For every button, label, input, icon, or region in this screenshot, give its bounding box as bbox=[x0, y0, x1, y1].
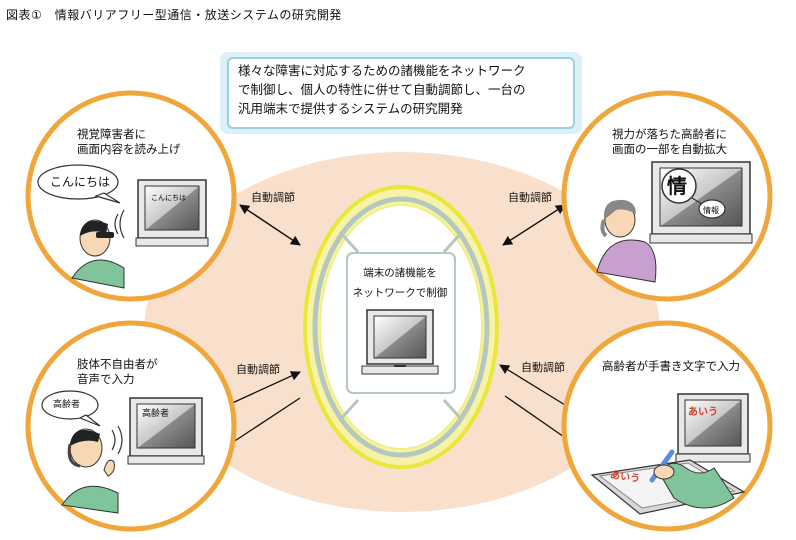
panel-title-line: 音声で入力 bbox=[77, 372, 135, 386]
panel-title-line: 肢体不自由者が bbox=[77, 357, 158, 371]
panel-bottom-left bbox=[25, 320, 237, 532]
center-label-line: ネットワークで制御 bbox=[352, 287, 448, 299]
sound-wave-icon bbox=[111, 425, 123, 455]
panel-bottom-right bbox=[561, 320, 773, 532]
small-screen-text: 情報 bbox=[703, 206, 719, 215]
panel-title-line: 画面内容を読み上げ bbox=[77, 142, 181, 156]
monitor-icon bbox=[675, 393, 751, 463]
panel-top-right bbox=[561, 90, 773, 302]
speech-bubble bbox=[41, 390, 101, 427]
arrow-label-bottom-left: 自動調節 bbox=[236, 363, 280, 376]
arrow-label-bottom-right: 自動調節 bbox=[521, 361, 565, 374]
screen-text: こんにちは bbox=[151, 194, 186, 202]
top-description-line: 汎用端末で提供するシステムの研究開発 bbox=[238, 101, 463, 116]
person-icon bbox=[596, 199, 657, 283]
center-label-line: 端末の諸機能を bbox=[363, 267, 437, 279]
speech-bubble-text: 高齢者 bbox=[53, 400, 81, 410]
arrow-label-top-right: 自動調節 bbox=[508, 191, 552, 204]
panel-title-line: 視覚障害者に bbox=[77, 127, 146, 141]
top-description-line: 様々な障害に対応するための諸機能をネットワーク bbox=[238, 63, 526, 78]
person-icon bbox=[71, 219, 125, 289]
hand-icon bbox=[653, 462, 735, 509]
screen-text: 高齢者 bbox=[142, 409, 170, 419]
panel-title-line: 高齢者が手書き文字で入力 bbox=[602, 359, 740, 373]
screen-handwriting: あいう bbox=[688, 407, 718, 418]
figure-caption: 図表① 情報バリアフリー型通信・放送システムの研究開発 bbox=[6, 8, 342, 22]
top-description-box bbox=[220, 52, 582, 134]
arrow-top-right bbox=[502, 204, 566, 246]
top-description: 様々な障害に対応するための諸機能をネットワーク で制御し、個人の特性に併せて自動… bbox=[238, 61, 564, 118]
central-monitor-icon bbox=[361, 309, 439, 375]
magnifier-icon bbox=[661, 168, 726, 219]
top-description-line: で制御し、個人の特性に併せて自動調節し、一台の bbox=[238, 82, 526, 97]
arrow-label-top-left: 自動調節 bbox=[251, 191, 295, 204]
panel-title-line: 視力が落ちた高齢者に bbox=[612, 127, 727, 141]
person-icon bbox=[61, 428, 119, 514]
monitor-icon bbox=[135, 179, 209, 247]
monitor-icon bbox=[127, 397, 205, 465]
speech-bubble bbox=[37, 164, 121, 204]
center-label: 端末の諸機能を ネットワークで制御 bbox=[352, 263, 448, 303]
magnified-character: 情 bbox=[667, 174, 687, 198]
speech-bubble-text: こんにちは bbox=[50, 175, 111, 189]
sound-wave-icon bbox=[114, 209, 125, 239]
panel-title-line: 画面の一部を自動拡大 bbox=[612, 142, 727, 156]
panel-top-left bbox=[25, 90, 237, 302]
arrow-top-left bbox=[239, 204, 301, 246]
monitor-icon bbox=[649, 161, 753, 244]
